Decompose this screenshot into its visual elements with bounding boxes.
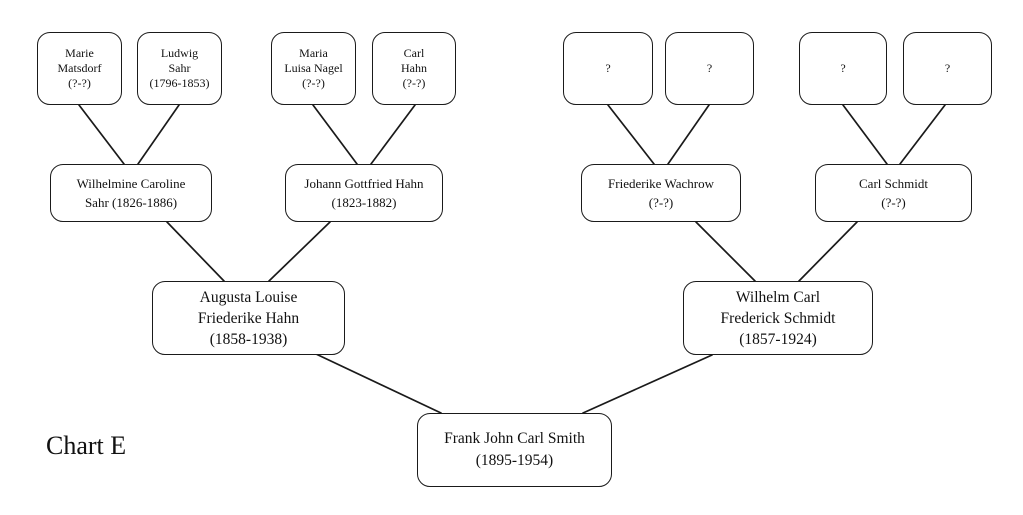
connector-augusta-to-frank — [315, 353, 442, 414]
person-box-wilhelm-carl-frederick-schmidt: Wilhelm Carl Frederick Schmidt (1857-192… — [683, 281, 873, 355]
person-box-unknown-4: ? — [903, 32, 992, 105]
connector-wilhelmine-to-augusta — [166, 221, 225, 282]
person-label: ? — [706, 61, 713, 75]
person-label: ? — [840, 61, 846, 75]
person-box-frank-john-carl-smith: Frank John Carl Smith (1895-1954) — [417, 413, 612, 487]
connector-marie-matsdorf-to-wilhelmine — [78, 104, 125, 165]
connector-wilhelm-to-frank — [582, 354, 713, 414]
connector-unknown-4-to-carl-schmidt — [899, 104, 946, 165]
person-label: ? — [605, 61, 611, 75]
person-box-marie-matsdorf: Marie Matsdorf (?-?) — [37, 32, 122, 105]
person-label: Ludwig Sahr (1796-1853) — [149, 46, 210, 90]
connector-unknown-1-to-friederike — [607, 104, 655, 165]
person-box-ludwig-sahr: Ludwig Sahr (1796-1853) — [137, 32, 222, 105]
person-box-maria-luisa-nagel: Maria Luisa Nagel (?-?) — [271, 32, 356, 105]
person-box-augusta-louise-friederike-hahn: Augusta Louise Friederike Hahn (1858-193… — [152, 281, 345, 355]
person-label: Marie Matsdorf (?-?) — [57, 46, 102, 90]
person-box-unknown-2: ? — [665, 32, 754, 105]
person-box-unknown-1: ? — [563, 32, 653, 105]
person-label: Wilhelm Carl Frederick Schmidt (1857-192… — [720, 288, 836, 348]
connector-ludwig-sahr-to-wilhelmine — [137, 104, 180, 165]
connector-unknown-3-to-carl-schmidt — [842, 104, 888, 165]
connector-carl-schmidt-to-wilhelm — [798, 221, 858, 282]
connector-unknown-2-to-friederike — [667, 104, 710, 165]
person-label: Wilhelmine Caroline Sahr (1826-1886) — [76, 176, 186, 210]
connector-maria-luisa-nagel-to-johann — [312, 104, 358, 165]
person-label: Johann Gottfried Hahn (1823-1882) — [304, 176, 424, 210]
person-label: Friederike Wachrow (?-?) — [608, 176, 714, 210]
person-label: Carl Hahn (?-?) — [401, 46, 427, 90]
connector-carl-hahn-to-johann — [370, 104, 416, 165]
person-label: ? — [944, 61, 951, 75]
person-box-carl-hahn: Carl Hahn (?-?) — [372, 32, 456, 105]
chart-title: Chart E — [46, 431, 127, 460]
person-box-unknown-3: ? — [799, 32, 887, 105]
person-label: Carl Schmidt (?-?) — [859, 176, 928, 210]
person-box-friederike-wachrow: Friederike Wachrow (?-?) — [581, 164, 741, 222]
person-box-wilhelmine-caroline-sahr: Wilhelmine Caroline Sahr (1826-1886) — [50, 164, 212, 222]
person-label: Augusta Louise Friederike Hahn (1858-193… — [197, 288, 300, 348]
connector-friederike-to-wilhelm — [695, 221, 756, 282]
person-box-carl-schmidt: Carl Schmidt (?-?) — [815, 164, 972, 222]
person-box-johann-gottfried-hahn: Johann Gottfried Hahn (1823-1882) — [285, 164, 443, 222]
connector-johann-to-augusta — [268, 221, 331, 282]
person-label: Frank John Carl Smith (1895-1954) — [444, 430, 585, 469]
person-label: Maria Luisa Nagel (?-?) — [284, 46, 343, 90]
